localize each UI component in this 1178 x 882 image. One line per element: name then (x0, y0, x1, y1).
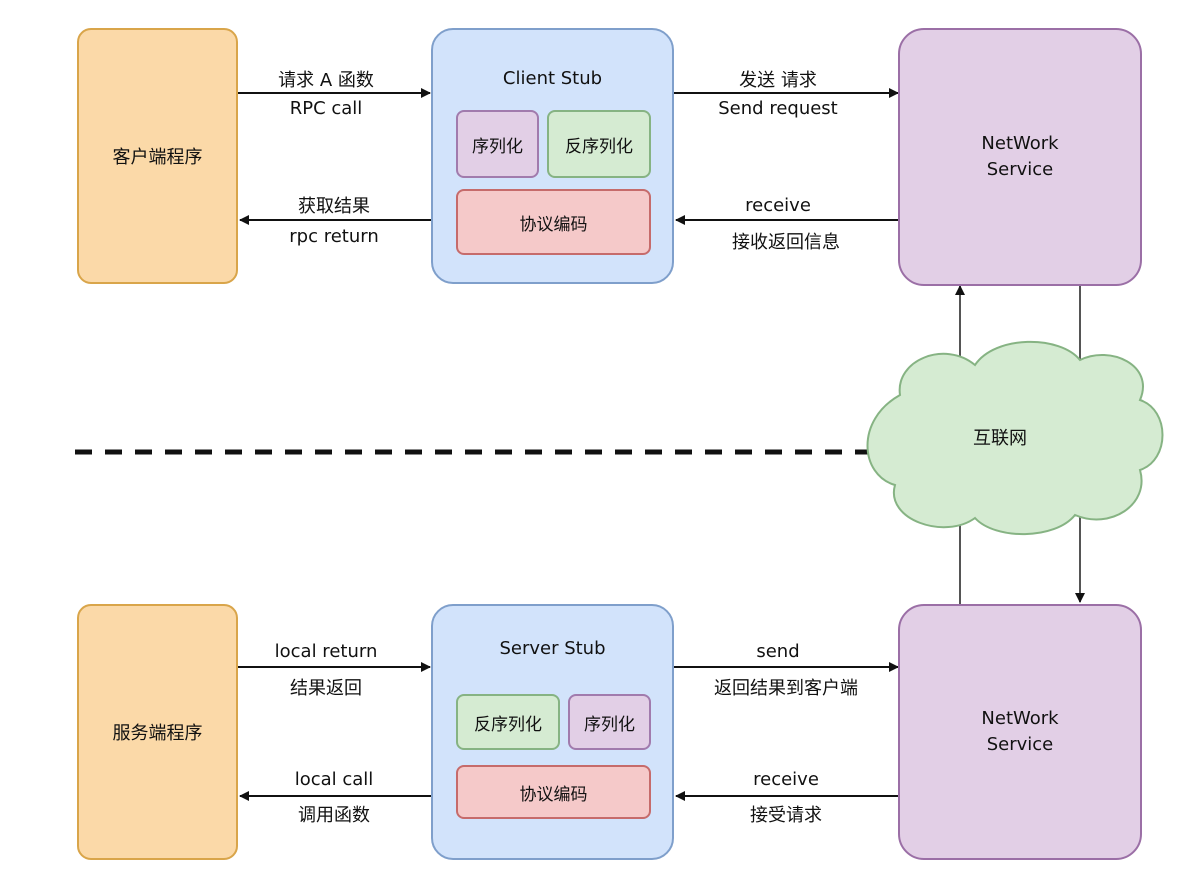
server-program-label: 服务端程序 (112, 723, 203, 744)
network-service-top-line2: Service (986, 159, 1054, 180)
server-deserialize-label: 反序列化 (474, 714, 542, 735)
server-deserialize-box: 反序列化 (456, 694, 560, 750)
client-deserialize-box: 反序列化 (547, 110, 651, 178)
edge-label-call-cn: 请求 A 函数 (278, 70, 374, 91)
edge-label-receive-top-cn: 接收返回信息 (732, 232, 840, 253)
client-deserialize-label: 反序列化 (565, 136, 633, 157)
internet-cloud (866, 340, 1164, 536)
server-protocol-label: 协议编码 (519, 784, 588, 805)
server-protocol-box: 协议编码 (456, 765, 651, 819)
server-stub-title: Server Stub (499, 638, 606, 659)
server-program-box: 服务端程序 (77, 604, 238, 860)
edge-label-call-en: RPC call (289, 98, 363, 119)
client-serialize-box: 序列化 (456, 110, 539, 178)
client-program-box: 客户端程序 (77, 28, 238, 284)
server-serialize-box: 序列化 (568, 694, 651, 750)
edge-label-return-cn: 获取结果 (298, 196, 370, 217)
server-stub-box: Server Stub 反序列化 序列化 协议编码 (431, 604, 674, 860)
network-service-bottom-line2: Service (986, 734, 1054, 755)
edge-label-receive-top-en: receive (745, 195, 811, 216)
edge-label-send-cn: 发送 请求 (739, 70, 817, 91)
internet-label: 互联网 (973, 428, 1027, 449)
edge-label-receive-bottom-en: receive (753, 769, 819, 790)
edge-label-local-return-cn: 结果返回 (290, 678, 362, 699)
network-service-bottom-line1: NetWork (981, 708, 1059, 729)
client-protocol-box: 协议编码 (456, 189, 651, 255)
edge-label-local-call-cn: 调用函数 (298, 805, 370, 826)
client-protocol-label: 协议编码 (519, 214, 588, 235)
edge-label-return-en: rpc return (289, 226, 379, 247)
client-serialize-label: 序列化 (472, 136, 523, 157)
network-service-bottom-box: NetWork Service (898, 604, 1142, 860)
server-serialize-label: 序列化 (584, 714, 635, 735)
edge-label-send-en: Send request (718, 98, 838, 119)
edge-label-local-return-en: local return (274, 641, 378, 662)
edge-label-receive-bottom-cn: 接受请求 (750, 805, 822, 826)
edge-label-send-bottom-cn: 返回结果到客户端 (714, 678, 858, 699)
network-service-top-box: NetWork Service (898, 28, 1142, 286)
client-stub-box: Client Stub 序列化 反序列化 协议编码 (431, 28, 674, 284)
network-service-top-line1: NetWork (981, 133, 1059, 154)
edge-label-send-bottom-en: send (756, 641, 800, 662)
client-stub-title: Client Stub (502, 68, 603, 89)
edge-label-local-call-en: local call (294, 769, 374, 790)
client-program-label: 客户端程序 (112, 147, 203, 168)
